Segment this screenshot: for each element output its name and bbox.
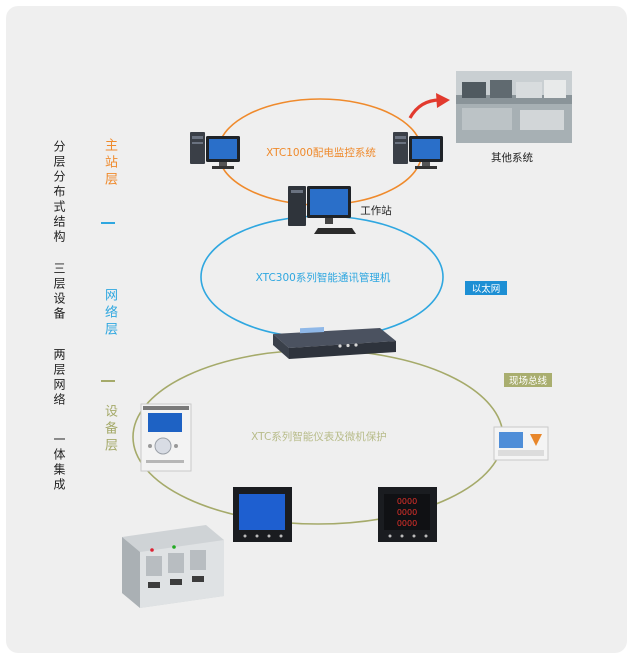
workstation-icon xyxy=(288,186,356,234)
caption-integration: 一体集成 xyxy=(52,433,66,493)
layer-label-network: 网络层 xyxy=(102,288,117,339)
device-ring-label: XTC系列智能仪表及微机保护 xyxy=(251,430,387,443)
protection-relay-icon xyxy=(140,403,192,472)
fieldbus-tag xyxy=(504,373,552,387)
server-left-icon xyxy=(190,132,240,169)
caption-three-layer-devices: 三层设备 xyxy=(52,262,66,322)
layer-divider-2 xyxy=(101,380,115,382)
ethernet-label: 以太网 xyxy=(472,283,501,295)
smart-meter-right-icon xyxy=(493,426,549,461)
red-arrow-icon xyxy=(408,98,441,119)
workstation-label: 工作站 xyxy=(360,204,392,217)
meter-b-row-1: 0000 xyxy=(397,497,417,506)
server-right-icon xyxy=(393,132,443,169)
panel-meter-a-icon xyxy=(233,487,292,542)
control-room-photo xyxy=(456,71,572,143)
fieldbus-label: 现场总线 xyxy=(509,375,548,387)
panel-meter-b-icon: 0000 0000 0000 xyxy=(378,487,437,542)
meter-b-row-3: 0000 xyxy=(397,519,417,528)
layer-label-station: 主站层 xyxy=(102,138,117,189)
layer-divider-1 xyxy=(101,222,115,224)
station-ring-label: XTC1000配电监控系统 xyxy=(266,146,376,159)
network-ring-label: XTC300系列智能通讯管理机 xyxy=(256,271,391,284)
caption-layered-structure: 分层分布式结构 xyxy=(52,140,66,245)
ethernet-tag xyxy=(465,281,507,295)
layer-label-device: 设备层 xyxy=(102,404,117,455)
meter-b-row-2: 0000 xyxy=(397,508,417,517)
other-systems-label: 其他系统 xyxy=(491,151,533,164)
switchgear-cabinet-icon xyxy=(122,525,224,608)
comm-manager-icon xyxy=(273,327,396,359)
caption-two-layer-network: 两层网络 xyxy=(52,348,66,408)
